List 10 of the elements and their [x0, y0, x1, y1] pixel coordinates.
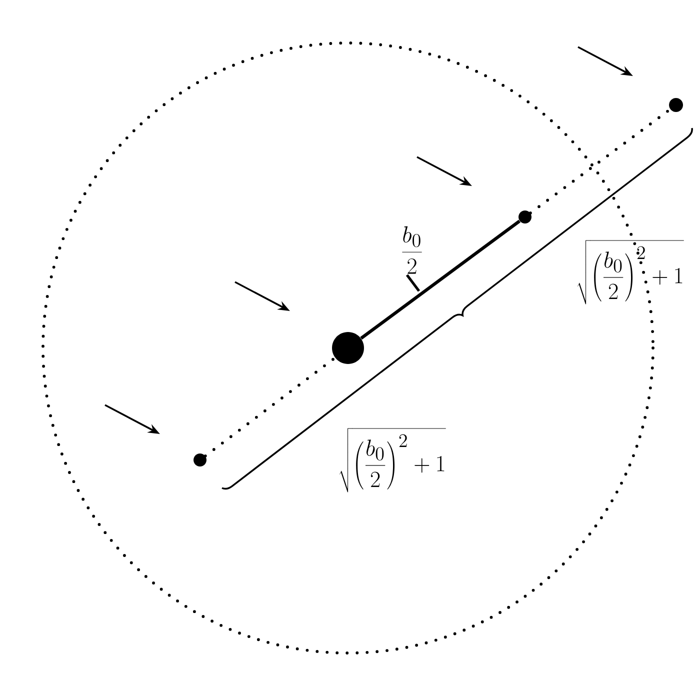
formula-label: $\sqrt{\left(\frac{b_0}{2}\right)^2+1}$ — [578, 240, 684, 304]
point — [669, 98, 683, 112]
point — [194, 454, 206, 466]
solid-line — [360, 220, 521, 340]
point — [332, 332, 364, 364]
dotted-line — [204, 356, 336, 458]
formula-label: $\frac{b_0}{2}$ — [402, 226, 422, 274]
dotted-line — [528, 108, 672, 214]
formula-label: $\sqrt{\left(\frac{b_0}{2}\right)^2+1}$ — [340, 428, 446, 492]
point — [518, 210, 532, 224]
